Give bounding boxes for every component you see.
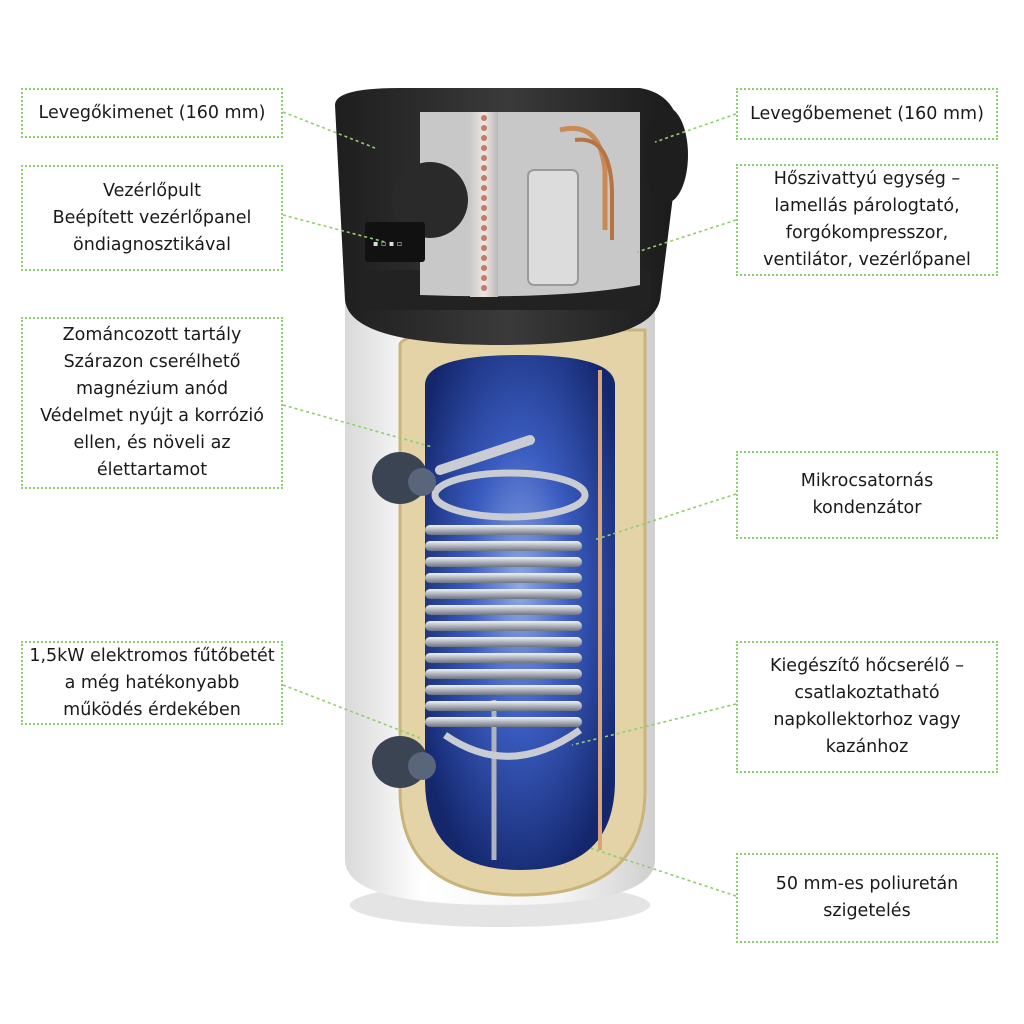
copper-pipe-2 xyxy=(574,137,614,240)
leader-air-inlet xyxy=(654,113,737,143)
fin-tube xyxy=(481,285,487,291)
air-inlet-text: Levegőbemenet (160 mm) xyxy=(750,103,984,124)
leader-heating-element xyxy=(282,684,421,739)
rotary-compressor xyxy=(527,169,579,286)
fin-tube xyxy=(481,175,487,181)
fin-tube xyxy=(481,205,487,211)
insulation-text: 50 mm-es poliuretán szigetelés xyxy=(775,874,959,921)
label-enamel-tank: Zománcozott tartály Szárazon cserélhető … xyxy=(21,317,283,489)
fin-tube xyxy=(481,195,487,201)
fin-tube xyxy=(481,225,487,231)
fin-tube xyxy=(481,125,487,131)
fin-tube xyxy=(481,135,487,141)
control-display-glyphs: ▪ ▫ ▪ ▫ xyxy=(373,239,402,248)
condenser-text: Mikrocsatornás kondenzátor xyxy=(800,471,934,518)
leader-insulation xyxy=(589,847,737,897)
coil-ring xyxy=(425,605,582,615)
leader-lines xyxy=(282,111,737,897)
copper-pipe-1 xyxy=(559,125,608,230)
coil-ring xyxy=(425,701,582,711)
coil-ring xyxy=(425,621,582,631)
fin-tube xyxy=(481,275,487,281)
lower-connector xyxy=(372,736,436,788)
leader-heat-pump-unit xyxy=(636,219,737,253)
leader-extra-exchanger xyxy=(571,703,737,746)
air-outlet-text: Levegőkimenet (160 mm) xyxy=(38,102,266,123)
fan xyxy=(392,162,468,238)
label-heating-element: 1,5kW elektromos fűtőbetét a még hatékon… xyxy=(21,641,283,725)
coil-ring xyxy=(425,637,582,647)
label-heat-pump-unit: Hőszivattyú egység – lamellás párologtat… xyxy=(736,164,998,276)
leader-air-outlet xyxy=(282,111,376,149)
fin-tube xyxy=(481,145,487,151)
coil-ring xyxy=(425,669,582,679)
coil-ring xyxy=(425,589,582,599)
heat-exchanger-coil xyxy=(425,525,582,727)
label-condenser: Mikrocsatornás kondenzátor xyxy=(736,451,998,539)
leader-enamel-tank xyxy=(282,404,433,448)
coil-ring xyxy=(425,573,582,583)
coil-ring xyxy=(425,653,582,663)
coil-ring xyxy=(425,541,582,551)
label-air-outlet: Levegőkimenet (160 mm) xyxy=(21,88,283,138)
fin-tube xyxy=(481,265,487,271)
enamel-tank-text: Zománcozott tartály Szárazon cserélhető … xyxy=(40,325,264,480)
fin-tube xyxy=(481,215,487,221)
label-control-panel: Vezérlőpult Beépített vezérlőpanel öndia… xyxy=(21,165,283,271)
extra-exchanger-text: Kiegészítő hőcserélő – csatlakoztatható … xyxy=(769,656,965,757)
heat-pump-unit-text: Hőszivattyú egység – lamellás párologtat… xyxy=(763,169,971,270)
control-display xyxy=(365,222,425,262)
fin-tube xyxy=(481,165,487,171)
fin-tube xyxy=(481,235,487,241)
fin-tube xyxy=(481,185,487,191)
fin-tube xyxy=(481,115,487,121)
coil-top-loop xyxy=(431,469,589,521)
fin-tube xyxy=(481,255,487,261)
fin-tube xyxy=(481,155,487,161)
coil-ring xyxy=(425,525,582,535)
leader-condenser xyxy=(593,493,737,541)
upper-connector xyxy=(372,452,436,504)
coil-ring xyxy=(425,557,582,567)
anode-rod xyxy=(435,435,535,475)
coil-bottom-loop xyxy=(443,727,583,760)
air-inlet-port xyxy=(644,107,688,203)
coil-ring xyxy=(425,685,582,695)
evaporator-fin-pattern xyxy=(481,115,487,291)
label-insulation: 50 mm-es poliuretán szigetelés xyxy=(736,853,998,943)
coil-ring xyxy=(425,717,582,727)
heating-element-text: 1,5kW elektromos fűtőbetét a még hatékon… xyxy=(29,645,275,720)
fin-tube xyxy=(481,245,487,251)
label-extra-exchanger: Kiegészítő hőcserélő – csatlakoztatható … xyxy=(736,641,998,773)
control-panel-text: Vezérlőpult Beépített vezérlőpanel öndia… xyxy=(52,180,252,255)
label-air-inlet: Levegőbemenet (160 mm) xyxy=(736,88,998,140)
